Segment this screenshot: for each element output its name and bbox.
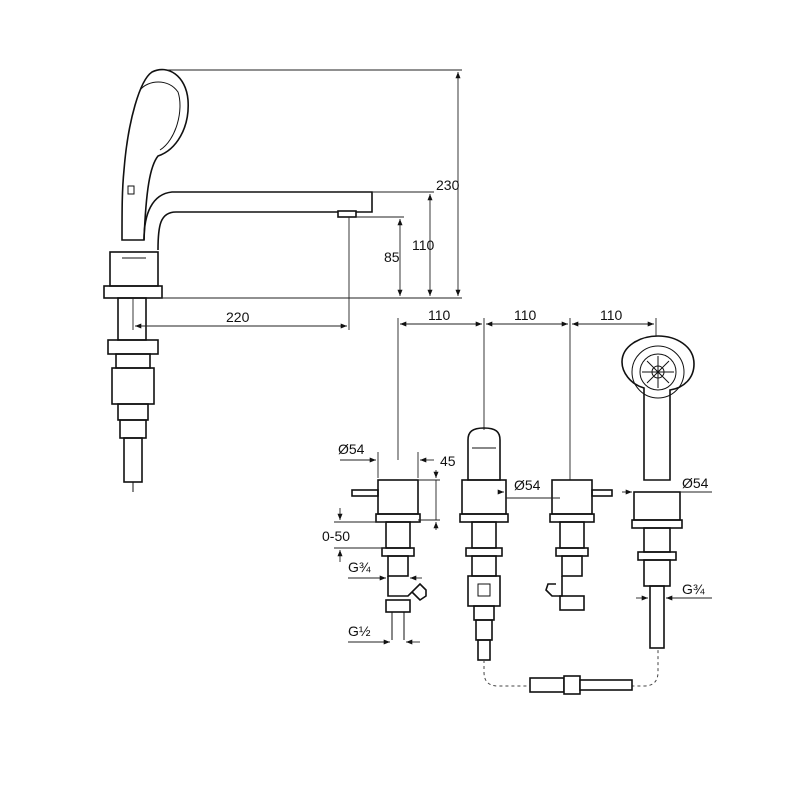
diverter-center [459,427,509,661]
dim-height-total: 230 [436,177,460,193]
side-view-dimensions: 230 110 85 220 [132,69,462,330]
dim-thread-g34-left: G¾ [348,559,371,575]
dim-spacing-1: 110 [428,307,451,323]
dim-spacing-2: 110 [514,307,537,323]
dim-thread-g34-right: G¾ [682,581,705,597]
spacing-dimensions: 110 110 110 [397,307,657,480]
handshower [621,335,695,649]
dim-projection: 220 [226,309,250,325]
side-view-spout [103,68,373,492]
hose-connector [483,648,659,695]
valve-right [545,479,613,611]
dim-thread-g12: G½ [348,623,371,639]
dim-lever-45: 45 [440,453,456,469]
dim-diameter-right: Ø54 [682,475,709,491]
dim-deck-range: 0-50 [322,528,350,544]
dim-height-outlet: 85 [384,249,400,265]
valve-left [351,479,427,640]
component-dimensions: Ø54 45 0-50 G¾ G½ Ø54 Ø54 G¾ [322,441,712,645]
dim-diameter-left: Ø54 [338,441,365,457]
dim-height-spout: 110 [412,237,435,253]
dim-diameter-center: Ø54 [514,477,541,493]
dim-spacing-3: 110 [600,307,623,323]
